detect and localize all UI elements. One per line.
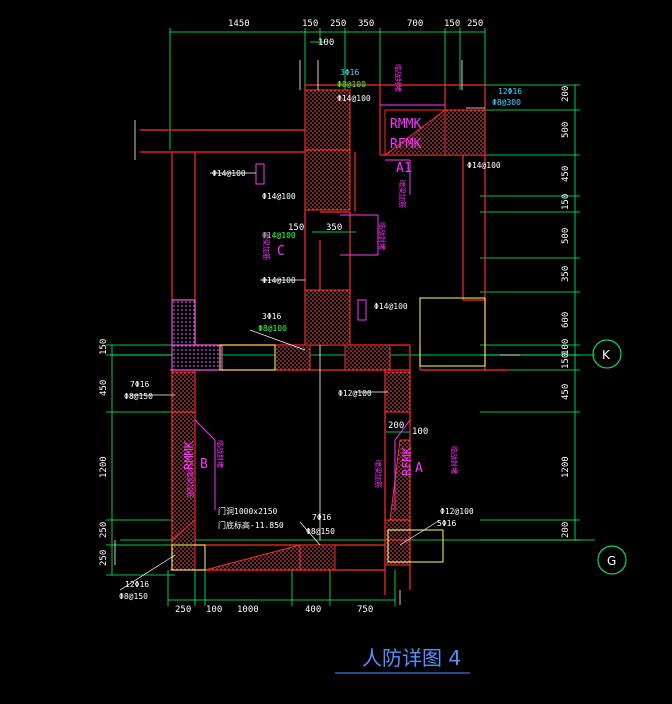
right-dim-8: 100 (561, 339, 571, 355)
top-dim-2: 150 (302, 19, 318, 29)
rebar-note-12: Φ14@100 (374, 302, 408, 311)
inner-dim-4: 100 (412, 427, 428, 437)
door-diagrams (194, 104, 445, 510)
rebar-note-10: 3Φ16 (262, 312, 281, 321)
door-code-3: RMMK (182, 440, 196, 470)
axis-label-g: G (607, 554, 616, 568)
bottom-dim-3: 1000 (237, 605, 259, 615)
right-dim-4: 150 (561, 194, 571, 210)
wall-wedges (171, 109, 446, 571)
top-dim-1: 1450 (228, 19, 250, 29)
section-label-c: C (277, 244, 285, 259)
axis-bubble-g: G (597, 545, 627, 575)
edge-note-2: 暗梁加筋 (262, 232, 271, 260)
door-code-4: RFMK (400, 446, 414, 476)
right-dim-9: 150 (561, 353, 571, 369)
right-dim-5: 500 (561, 228, 571, 244)
top-dim-5: 700 (407, 19, 423, 29)
rebar-note-4: Φ8@300 (492, 98, 521, 107)
edge-note-1: 暗梁加筋 (398, 180, 407, 208)
right-dim-3: 450 (561, 166, 571, 182)
right-dim-1: 200 (561, 86, 571, 102)
door-note-left: 临战封堵 (216, 440, 225, 468)
leader-lines (119, 107, 485, 591)
inner-dim-1: 150 (288, 223, 304, 233)
rebar-note-8: Φ14@100 (262, 192, 296, 201)
bottom-dimension-labels: 250 100 1000 400 750 (175, 605, 373, 615)
rebar-note-7: Φ14@100 (212, 169, 246, 178)
rebar-note-11: Φ8@100 (258, 324, 287, 333)
rebar-note-18: 5Φ16 (437, 519, 456, 528)
inner-dimension-labels: 150 350 200 100 (288, 223, 428, 437)
top-dim-3: 250 (330, 19, 346, 29)
door-elev-note: 门底标高-11.850 (218, 520, 284, 530)
right-dim-12: 200 (561, 522, 571, 538)
section-label-a1: A1 (396, 161, 412, 176)
door-code-2: RFMK (390, 137, 421, 152)
right-dim-7: 600 (561, 312, 571, 328)
rebar-note-15: Φ8@150 (124, 392, 153, 401)
rebar-note-9: Φ14@100 (262, 276, 296, 285)
top-dimension-labels: 1450 150 250 350 700 150 250 100 (228, 19, 483, 48)
rebar-note-20: Φ8@150 (306, 527, 335, 536)
axis-label-k: K (602, 348, 611, 362)
edge-note-3: 暗梁加筋 (374, 460, 383, 488)
rebar-note-6: Φ14@100 (467, 161, 501, 170)
door-size-note: 门洞1000x2150 (218, 506, 278, 516)
inner-dim-2: 350 (326, 223, 342, 233)
section-cut-lines (114, 60, 520, 605)
door-code-1: RMMK (390, 117, 421, 132)
bottom-dim-5: 750 (357, 605, 373, 615)
rebar-note-21: 12Φ16 (125, 580, 149, 589)
axis-bubble-k: K (592, 339, 622, 369)
door-labels: RMMK RFMK A1 C RMMK B RFMK A 临战封堵 临战封堵 临… (182, 64, 459, 498)
rebar-note-1: 3Φ16 (340, 68, 359, 77)
drawing-title-block: 人防详图 4 (335, 646, 470, 674)
right-dim-2: 500 (561, 122, 571, 138)
rebar-annotations: 3Φ16 Φ8@100 12Φ16 Φ8@300 Φ14@100 Φ14@100… (119, 68, 522, 601)
bottom-dim-2: 100 (206, 605, 222, 615)
left-dim-5: 250 (99, 550, 109, 566)
right-dimension-labels: 200 500 450 150 500 350 600 100 150 450 … (561, 86, 571, 538)
rebar-note-22: Φ8@150 (119, 592, 148, 601)
right-dim-10: 450 (561, 384, 571, 400)
top-sub-dim: 100 (318, 38, 334, 48)
right-dim-11: 1200 (561, 456, 571, 478)
rebar-note-14: 7Φ16 (130, 380, 149, 389)
top-dim-7: 250 (467, 19, 483, 29)
edge-note-4: 暗梁加筋 (186, 470, 195, 498)
inner-dim-3: 200 (388, 421, 404, 431)
door-note-right: 临战封堵 (378, 222, 387, 250)
rebar-note-2: Φ8@100 (337, 80, 366, 89)
left-dim-2: 450 (99, 380, 109, 396)
rebar-note-5: Φ14@100 (337, 94, 371, 103)
bottom-dim-1: 250 (175, 605, 191, 615)
right-dim-6: 350 (561, 266, 571, 282)
top-dim-4: 350 (358, 19, 374, 29)
section-label-b: B (200, 457, 208, 472)
section-label-a: A (415, 461, 423, 476)
left-dimension-labels: 150 450 1200 250 250 (99, 339, 109, 566)
rebar-note-16: Φ12@100 (338, 389, 372, 398)
bottom-dim-4: 400 (305, 605, 321, 615)
door-note-top: 临战封堵 (394, 64, 403, 92)
openings (171, 297, 486, 571)
left-dim-4: 250 (99, 522, 109, 538)
rebar-note-17: Φ12@100 (440, 507, 474, 516)
rebar-note-3: 12Φ16 (498, 87, 522, 96)
columns (171, 89, 486, 571)
top-dim-6: 150 (444, 19, 460, 29)
rebar-note-19: 7Φ16 (312, 513, 331, 522)
left-dim-3: 1200 (99, 456, 109, 478)
drawing-title: 人防详图 4 (362, 646, 461, 670)
door-note-lower: 临战封堵 (450, 446, 459, 474)
rebar-note-13: Φ14@100 (262, 231, 296, 240)
left-dim-1: 150 (99, 339, 109, 355)
